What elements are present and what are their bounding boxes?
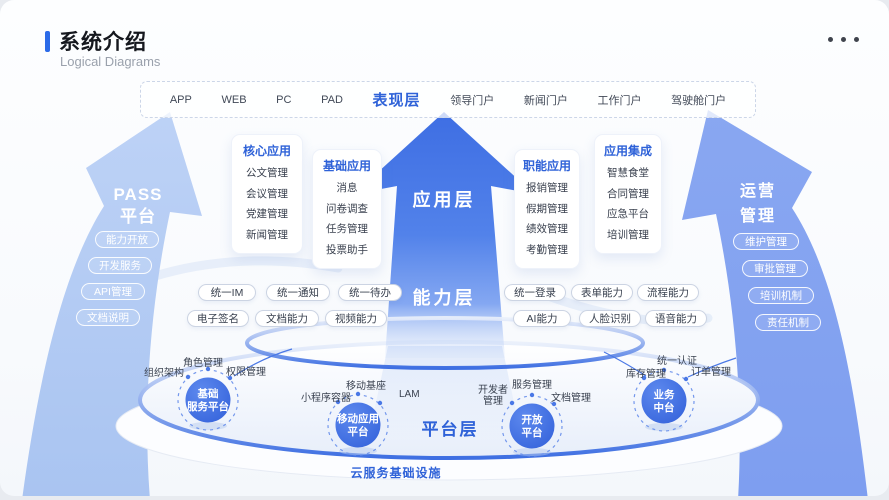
- channel-pad: PAD: [321, 93, 343, 106]
- platform-business-label: 业务中台: [653, 389, 675, 414]
- sat-role-management: 角色管理: [183, 358, 223, 369]
- sat-developer-management: 开发者管理: [478, 385, 508, 407]
- ellipsis-menu-icon[interactable]: [828, 37, 859, 42]
- sat-order-management: 订单管理: [691, 367, 731, 378]
- sat-inventory-management: 库存管理: [626, 369, 666, 380]
- platform-circle-business: [633, 367, 695, 432]
- portal-leader: 领导门户: [450, 94, 495, 107]
- card-core-applications: 核心应用 公文管理 会议管理 党建管理 新闻管理: [231, 134, 303, 254]
- connector-line: [687, 357, 737, 378]
- sat-org-structure: 组织架构: [144, 368, 184, 379]
- capability-process: 流程能力: [637, 284, 699, 301]
- pass-pill-capability-open: 能力开放: [95, 231, 159, 248]
- page-subtitle: Logical Diagrams: [60, 54, 161, 69]
- presentation-layer-bar: APP WEB PC PAD 表现层 领导门户 新闻门户 工作门户 驾驶舱门户: [140, 81, 756, 118]
- capability-document: 文档能力: [255, 310, 319, 327]
- pass-arrow-shape: [22, 112, 202, 496]
- capability-ai: AI能力: [513, 310, 571, 327]
- sat-unified-auth: 统一认证: [657, 356, 697, 367]
- sat-mobile-base: 移动基座: [346, 381, 386, 392]
- layer-label-infrastructure: 云服务基础设施: [350, 466, 442, 480]
- ops-pill-responsibility: 责任机制: [755, 314, 821, 331]
- card-functional-applications: 职能应用 报销管理 假期管理 绩效管理 考勤管理: [514, 149, 580, 269]
- capability-voice: 语音能力: [645, 310, 707, 327]
- capability-face-recognition: 人脸识别: [579, 310, 641, 327]
- capability-unified-login: 统一登录: [504, 284, 566, 301]
- platform-circle-open: [501, 392, 563, 457]
- page-title: 系统介绍: [59, 31, 147, 54]
- connector-line: [603, 351, 647, 377]
- portal-news: 新闻门户: [523, 94, 568, 107]
- pass-pill-dev-service: 开发服务: [88, 257, 152, 274]
- capability-unified-notice: 统一通知: [266, 284, 330, 301]
- platform-circle-base-service: [177, 366, 239, 431]
- title-accent-bar: [45, 31, 50, 52]
- platform-base-service-label: 基础服务平台: [187, 388, 229, 413]
- portal-work: 工作门户: [597, 94, 642, 107]
- channel-pc: PC: [276, 93, 292, 106]
- sat-lam: LAM: [399, 389, 420, 400]
- layer-label-presentation: 表现层: [372, 92, 421, 109]
- sat-miniapp-container: 小程序容器: [301, 393, 351, 404]
- ops-pill-maintenance: 维护管理: [733, 233, 799, 250]
- platform-mobile-label: 移动应用平台: [337, 413, 379, 438]
- layer-label-platform: 平台层: [421, 420, 479, 439]
- sat-service-management: 服务管理: [512, 380, 552, 391]
- platform-open-label: 开放平台: [521, 414, 543, 439]
- card-basic-applications: 基础应用 消息 问卷调查 任务管理 投票助手: [312, 149, 382, 269]
- layer-label-application: 应用层: [412, 190, 476, 210]
- capability-unified-todo: 统一待办: [338, 284, 402, 301]
- channel-web: WEB: [221, 93, 247, 106]
- sat-permission-management: 权限管理: [226, 367, 266, 378]
- layer-label-capability: 能力层: [412, 288, 476, 308]
- connector-line: [233, 348, 293, 377]
- capability-esignature: 电子签名: [187, 310, 249, 327]
- ops-pill-training: 培训机制: [748, 287, 814, 304]
- sat-doc-management: 文档管理: [551, 393, 591, 404]
- capability-video: 视频能力: [325, 310, 387, 327]
- capability-ring: [245, 316, 645, 370]
- capability-unified-im: 统一IM: [198, 284, 256, 301]
- platform-circle-mobile: [327, 391, 389, 456]
- portal-cockpit: 驾驶舱门户: [671, 94, 727, 107]
- ops-pill-approval: 审批管理: [742, 260, 808, 277]
- channel-app: APP: [169, 93, 192, 106]
- capability-form: 表单能力: [571, 284, 633, 301]
- pass-pill-api-management: API管理: [81, 283, 145, 300]
- card-application-integration: 应用集成 智慧食堂 合同管理 应急平台 培训管理: [594, 134, 662, 254]
- pass-pill-doc-description: 文档说明: [76, 309, 140, 326]
- operations-title: 运营管理: [739, 183, 776, 225]
